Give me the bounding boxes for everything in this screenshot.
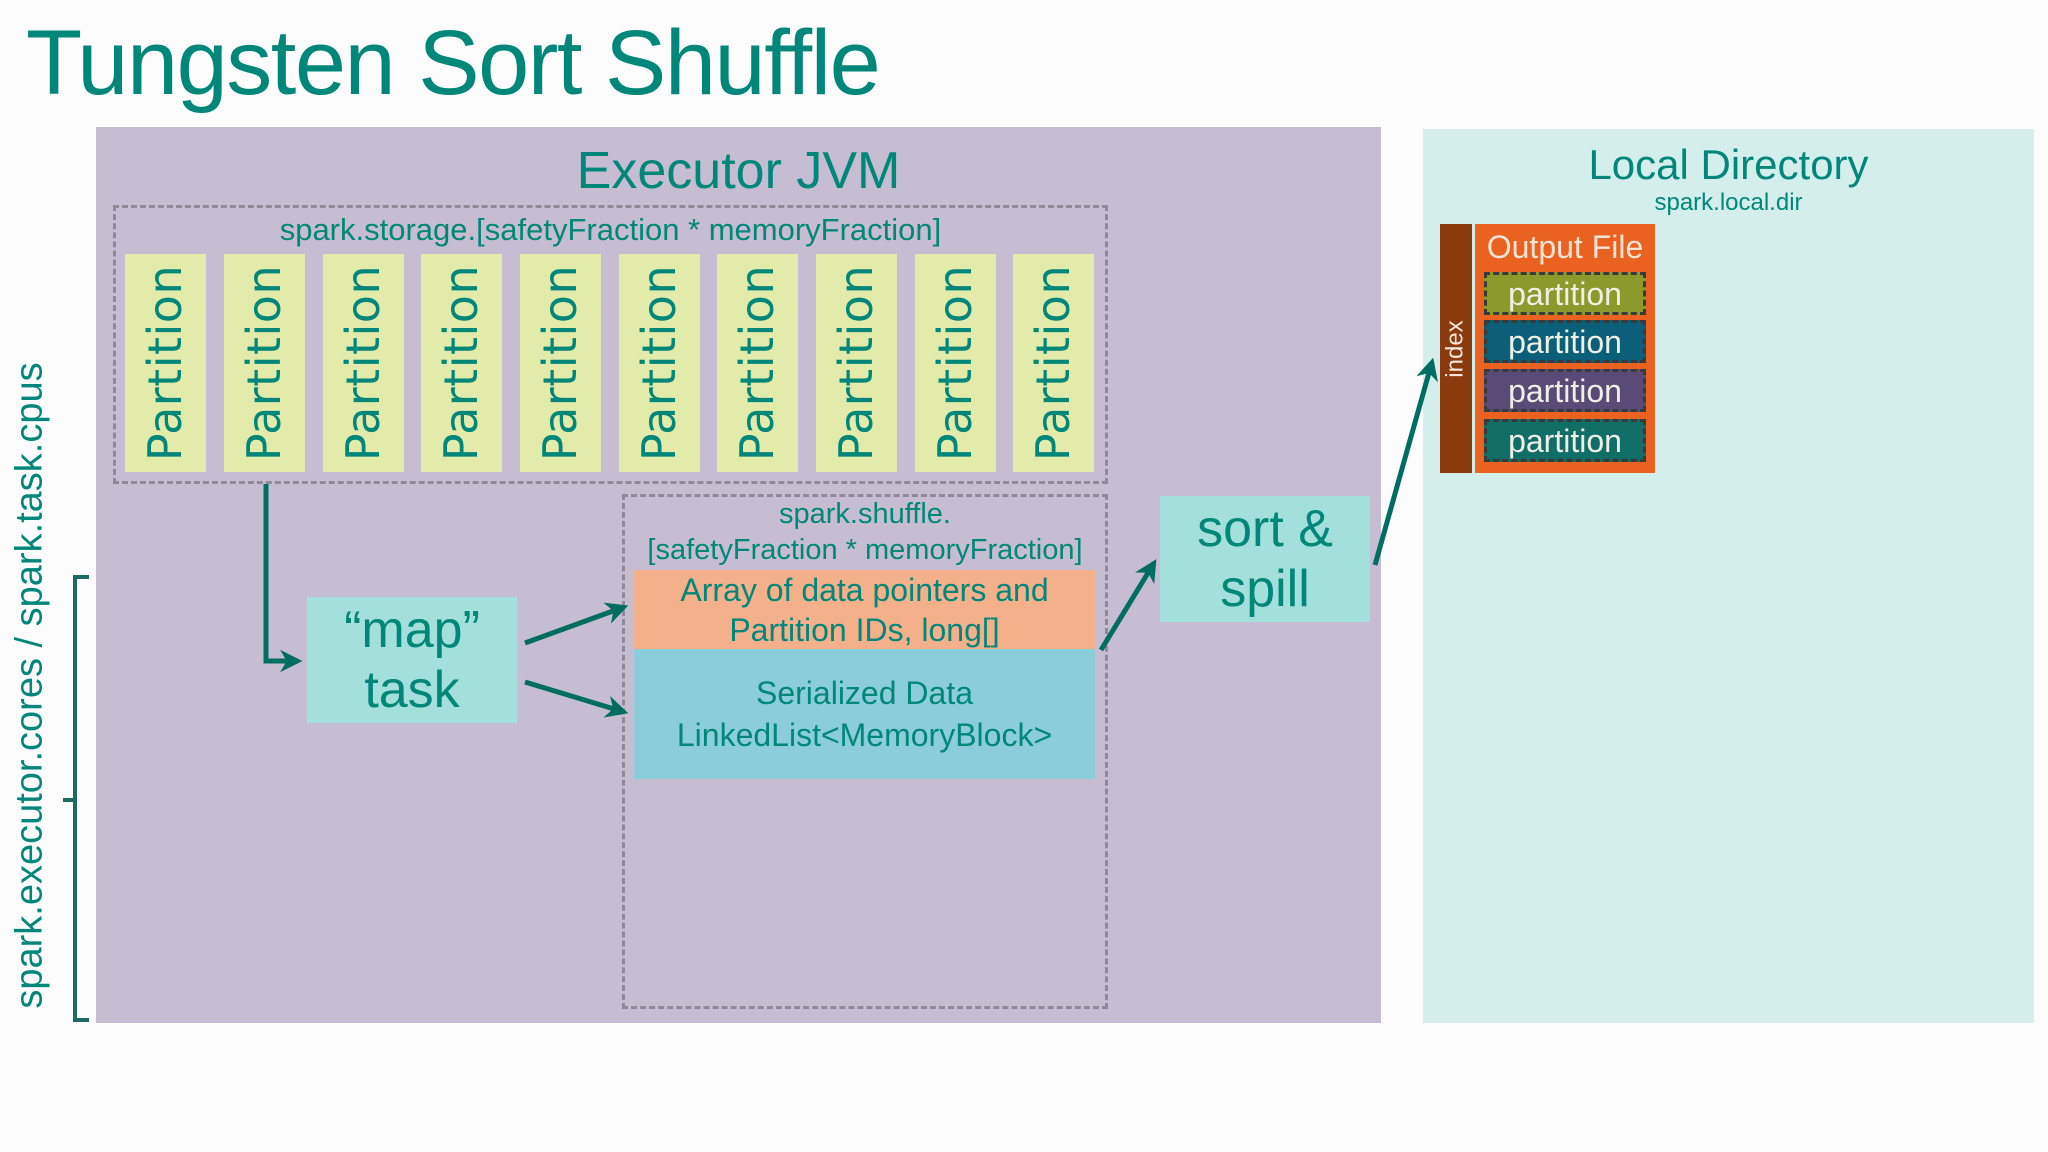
partition-label: Partition bbox=[928, 264, 983, 462]
partition-label: Partition bbox=[533, 264, 588, 462]
cores-bracket bbox=[63, 575, 89, 1022]
storage-partition: Partition bbox=[915, 254, 996, 472]
executor-cores-label: spark.executor.cores / spark.task.cpus bbox=[0, 345, 60, 1025]
pointer-array-box: Array of data pointers and Partition IDs… bbox=[634, 570, 1095, 649]
partition-label: Partition bbox=[434, 264, 489, 462]
output-partition-label: partition bbox=[1508, 323, 1622, 360]
output-partition: partition bbox=[1484, 369, 1646, 412]
output-partition: partition bbox=[1484, 419, 1646, 462]
partition-label: Partition bbox=[336, 264, 391, 462]
sort-spill-line1: sort & bbox=[1197, 500, 1333, 558]
shuffle-label-line1: spark.shuffle. bbox=[779, 498, 951, 530]
partition-label: Partition bbox=[1026, 264, 1081, 462]
partition-label: Partition bbox=[730, 264, 785, 462]
storage-partition: Partition bbox=[816, 254, 897, 472]
storage-partition: Partition bbox=[125, 254, 206, 472]
map-task-box: “map” task bbox=[307, 597, 517, 723]
partition-label: Partition bbox=[632, 264, 687, 462]
executor-jvm-title: Executor JVM bbox=[576, 142, 901, 200]
serialized-data-box: Serialized Data LinkedList<MemoryBlock> bbox=[634, 649, 1095, 779]
storage-partition: Partition bbox=[520, 254, 601, 472]
storage-memory-region bbox=[113, 205, 1108, 484]
partition-label: Partition bbox=[829, 264, 884, 462]
storage-memory-label: spark.storage.[safetyFraction * memoryFr… bbox=[279, 212, 942, 247]
output-partition-label: partition bbox=[1508, 275, 1622, 312]
index-file: index bbox=[1440, 224, 1472, 473]
shuffle-memory-region bbox=[622, 494, 1108, 1009]
storage-partition: Partition bbox=[323, 254, 404, 472]
shuffle-label-line2: [safetyFraction * memoryFraction] bbox=[647, 534, 1083, 566]
storage-partition: Partition bbox=[717, 254, 798, 472]
output-partition-label: partition bbox=[1508, 422, 1622, 459]
local-directory-title: Local Directory bbox=[1588, 141, 1869, 188]
storage-partition: Partition bbox=[224, 254, 305, 472]
executor-cores-label-text: spark.executor.cores / spark.task.cpus bbox=[8, 361, 51, 1009]
serialized-data-line1: Serialized Data bbox=[756, 675, 973, 711]
output-partition-label: partition bbox=[1508, 372, 1622, 409]
output-partition: partition bbox=[1484, 272, 1646, 315]
storage-partition: Partition bbox=[421, 254, 502, 472]
storage-partition: Partition bbox=[619, 254, 700, 472]
partition-label: Partition bbox=[237, 264, 292, 462]
serialized-data-line2: LinkedList<MemoryBlock> bbox=[676, 717, 1053, 753]
sort-spill-box: sort & spill bbox=[1160, 496, 1370, 622]
sort-spill-line2: spill bbox=[1220, 560, 1310, 618]
output-partition: partition bbox=[1484, 320, 1646, 363]
storage-partition: Partition bbox=[1013, 254, 1094, 472]
slide-title: Tungsten Sort Shuffle bbox=[26, 12, 881, 114]
map-task-line2: task bbox=[364, 661, 460, 719]
output-file-label: Output File bbox=[1486, 229, 1644, 265]
local-directory-subtitle: spark.local.dir bbox=[1654, 189, 1803, 216]
shuffle-memory-label: spark.shuffle. [safetyFraction * memoryF… bbox=[622, 496, 1108, 568]
partition-label: Partition bbox=[138, 264, 193, 462]
map-task-line1: “map” bbox=[344, 601, 480, 659]
pointer-array-line2: Partition IDs, long[] bbox=[729, 611, 1000, 648]
index-label: index bbox=[1442, 319, 1469, 378]
pointer-array-line1: Array of data pointers and bbox=[680, 571, 1049, 608]
